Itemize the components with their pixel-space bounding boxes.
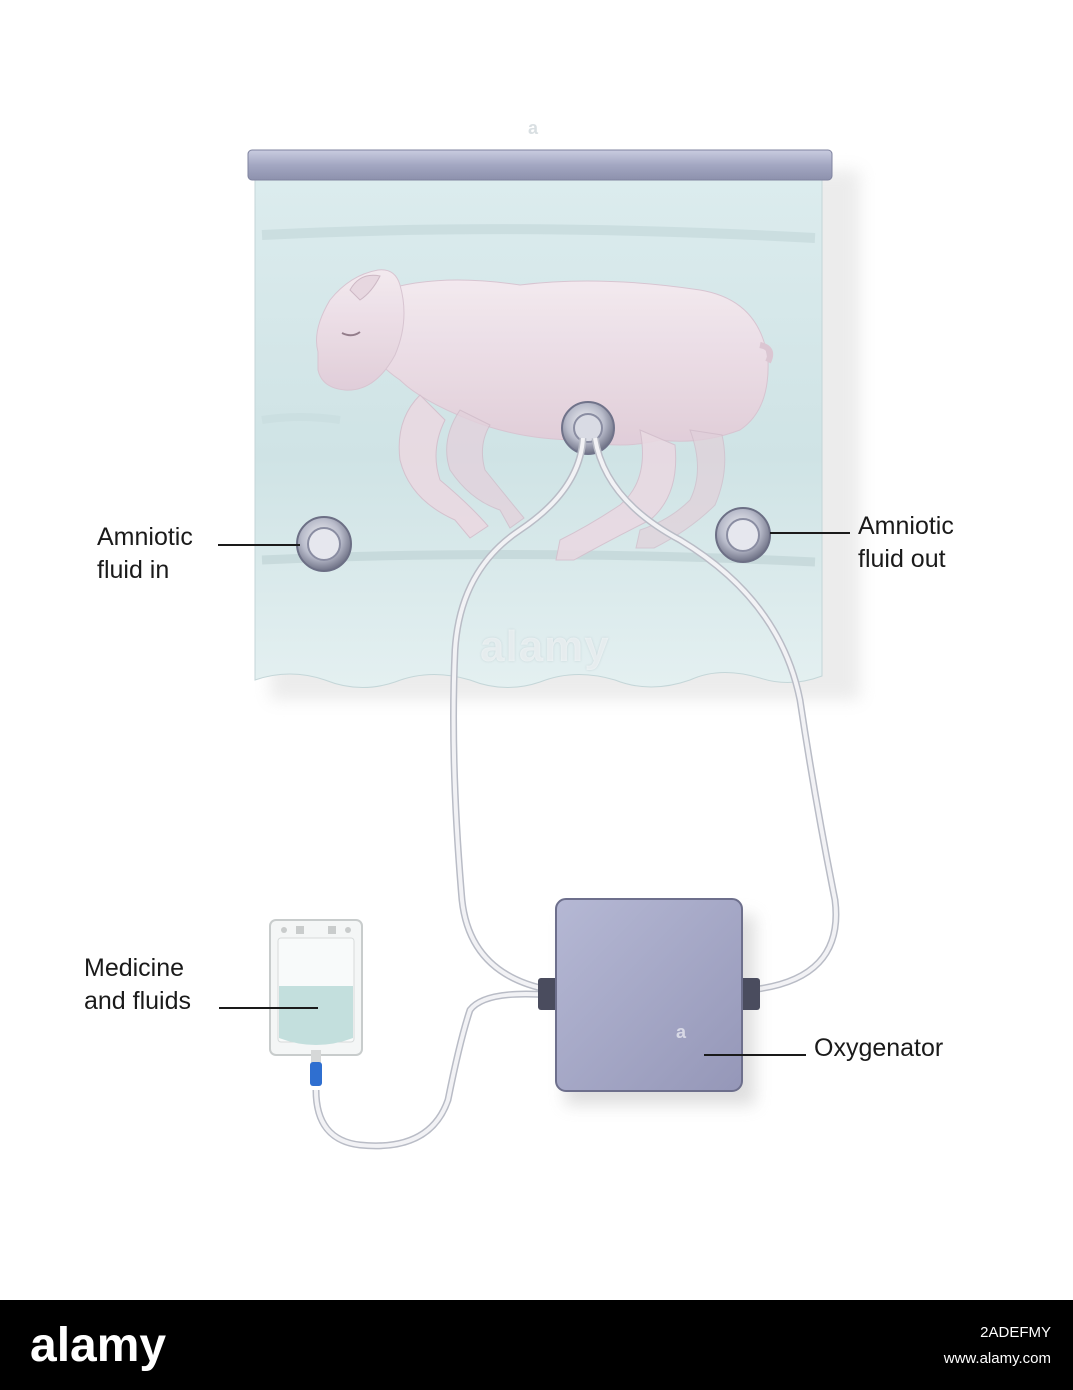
umbilical-port-inner bbox=[573, 413, 603, 443]
label-amniotic-in-line2: fluid in bbox=[97, 556, 170, 584]
label-amniotic-fluid-in: Amniotic fluid in bbox=[97, 521, 193, 587]
watermark-small-top: a bbox=[528, 118, 539, 138]
iv-valve bbox=[310, 1062, 322, 1086]
amniotic-outlet-port bbox=[715, 507, 771, 563]
watermark-main: alamy bbox=[480, 622, 610, 671]
label-medicine-line2: and fluids bbox=[84, 987, 192, 1015]
fluid-fold bbox=[261, 224, 816, 243]
artificial-womb-diagram bbox=[218, 149, 860, 1150]
oxygenator-box bbox=[555, 898, 743, 1092]
lamb-fetus bbox=[316, 269, 774, 561]
label-amniotic-out-line1: Amniotic bbox=[858, 512, 954, 540]
label-oxygenator: Oxygenator bbox=[814, 1034, 944, 1062]
label-amniotic-fluid-out: Amniotic fluid out bbox=[858, 510, 954, 576]
label-amniotic-out-line2: fluid out bbox=[858, 545, 946, 573]
oxygenator-connector-right bbox=[738, 978, 760, 1010]
oxygenator-connector-left bbox=[538, 978, 560, 1010]
footer-image-id: 2ADEFMY bbox=[980, 1324, 1051, 1341]
label-medicine-line1: Medicine bbox=[84, 954, 185, 982]
footer-logo[interactable]: alamy bbox=[30, 1319, 167, 1372]
fluid-fold bbox=[261, 413, 341, 424]
label-amniotic-in-line1: Amniotic bbox=[97, 523, 193, 551]
iv-bag bbox=[269, 919, 363, 1064]
footer-url-link[interactable]: www.alamy.com bbox=[943, 1350, 1051, 1367]
label-medicine-and-fluids: Medicine and fluids bbox=[84, 952, 191, 1018]
watermark-small-oxygenator: a bbox=[676, 1022, 687, 1042]
tank-lid bbox=[247, 149, 833, 181]
amniotic-inlet-port bbox=[296, 516, 352, 572]
stock-footer-bar: alamy 2ADEFMY www.alamy.com bbox=[0, 1300, 1073, 1390]
